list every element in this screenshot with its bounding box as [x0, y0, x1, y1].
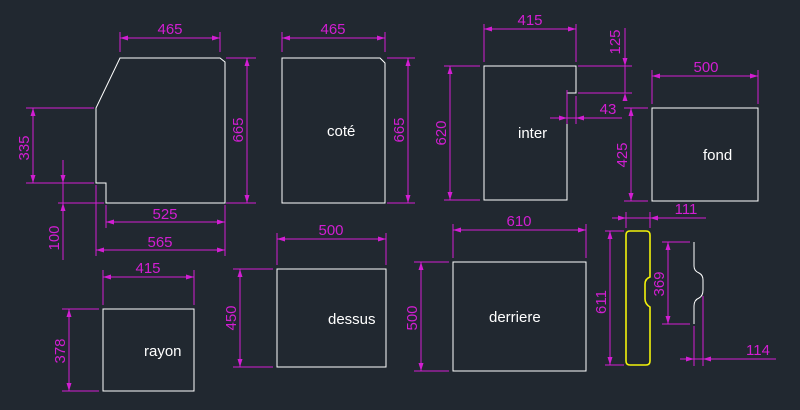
- dim-fond-width-text: 500: [693, 59, 718, 76]
- dimension-edge-profile-height: 369: [651, 241, 690, 325]
- dimension-cote-width: 465: [281, 21, 386, 52]
- piece-inter: inter 415 620 125: [433, 12, 632, 201]
- piece-fond: fond 500 425: [614, 59, 759, 202]
- piece-edge-profile: 369 114: [651, 241, 776, 366]
- dim-fond-height-text: 425: [614, 142, 631, 167]
- piece-rayon: rayon 415 378: [52, 260, 195, 392]
- dimension-side-profile-notch: 100: [46, 160, 104, 260]
- dimension-inter-width: 415: [483, 12, 577, 62]
- dim-edge-profile-width-text: 114: [746, 342, 770, 359]
- rayon-label: rayon: [144, 343, 182, 360]
- dim-cote-width-text: 465: [320, 21, 345, 38]
- fond-label: fond: [703, 147, 732, 164]
- dimension-inter-notch-height: 125: [578, 28, 632, 101]
- dimension-side-profile-overall: 565: [95, 185, 226, 256]
- dim-side-edge-height-text: 611: [593, 290, 610, 314]
- dimension-side-profile-upper: 335: [16, 107, 94, 184]
- fond-outline: [651, 107, 759, 202]
- dim-dessus-height-text: 450: [223, 305, 240, 330]
- dim-inter-notch-height-text: 125: [607, 29, 624, 54]
- dim-edge-profile-height-text: 369: [651, 271, 668, 296]
- dimension-cote-height: 665: [387, 57, 415, 204]
- rayon-outline: [102, 308, 195, 392]
- dim-derriere-height-text: 500: [404, 305, 421, 330]
- dimension-inter-notch-width: 43: [550, 90, 622, 124]
- dim-side-edge-width-text: 111: [675, 201, 698, 218]
- cote-label: coté: [327, 123, 355, 140]
- dimension-side-edge-width: 111: [612, 201, 706, 228]
- dim-rayon-height-text: 378: [52, 338, 69, 363]
- dimension-inter-height: 620: [433, 65, 480, 201]
- side-profile-outline: [95, 57, 226, 204]
- dim-side-profile-height-text: 665: [230, 117, 247, 142]
- dim-inter-notch-width-text: 43: [600, 101, 617, 118]
- dimension-rayon-width: 415: [102, 260, 195, 305]
- piece-side-profile: 465 665 335 100: [16, 21, 256, 260]
- dim-side-profile-upper-text: 335: [16, 135, 33, 160]
- side-edge-outline: [625, 230, 651, 366]
- dim-derriere-width-text: 610: [506, 213, 531, 230]
- dessus-label: dessus: [328, 311, 376, 328]
- dimension-dessus-width: 500: [276, 222, 387, 265]
- piece-dessus: dessus 500 450: [223, 222, 387, 368]
- dim-rayon-width-text: 415: [135, 260, 160, 277]
- dimension-side-profile-height: 665: [226, 57, 256, 204]
- dim-dessus-width-text: 500: [318, 222, 343, 239]
- dimension-side-edge-height: 611: [593, 230, 624, 366]
- piece-derriere: derriere 610 500: [404, 213, 587, 372]
- derriere-label: derriere: [489, 309, 541, 326]
- dim-side-profile-bottom-text: 525: [152, 206, 177, 223]
- dim-inter-height-text: 620: [433, 120, 450, 145]
- dim-side-profile-overall-text: 565: [147, 234, 172, 251]
- cote-outline: [281, 57, 386, 204]
- edge-profile-outline: [693, 242, 704, 324]
- dessus-outline: [276, 268, 387, 368]
- dimension-side-profile-top: 465: [119, 21, 221, 52]
- dimension-derriere-width: 610: [452, 213, 587, 258]
- inter-label: inter: [518, 125, 547, 142]
- dimension-edge-profile-width: 114: [680, 296, 776, 366]
- dim-side-profile-top-text: 465: [157, 21, 182, 38]
- piece-side-edge: 611 111: [593, 201, 706, 366]
- piece-cote: coté 465 665: [281, 21, 415, 204]
- dimension-derriere-height: 500: [404, 261, 449, 372]
- dim-side-profile-notch-text: 100: [46, 225, 63, 250]
- dimension-dessus-height: 450: [223, 268, 273, 368]
- dimension-side-profile-bottom: 525: [105, 205, 226, 228]
- dimension-fond-width: 500: [651, 59, 759, 104]
- dimension-rayon-height: 378: [52, 308, 99, 392]
- dimension-fond-height: 425: [614, 107, 648, 202]
- dim-inter-width-text: 415: [517, 12, 542, 29]
- dim-cote-height-text: 665: [391, 117, 408, 142]
- derriere-outline: [452, 261, 587, 372]
